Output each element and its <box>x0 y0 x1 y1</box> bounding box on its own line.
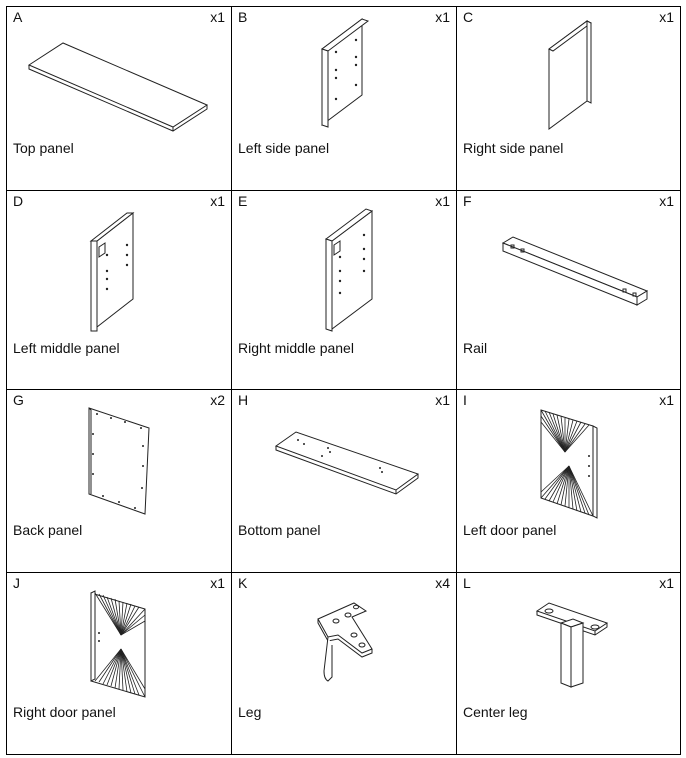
part-letter: F <box>463 193 472 209</box>
part-letter: K <box>238 575 248 591</box>
part-cell-a: A x1 Top panel <box>7 7 232 191</box>
part-name: Back panel <box>13 522 83 538</box>
leg-drawing <box>232 573 457 754</box>
part-quantity: x1 <box>659 9 674 25</box>
part-quantity: x1 <box>435 392 450 408</box>
part-name: Right door panel <box>13 704 116 720</box>
part-quantity: x1 <box>659 575 674 591</box>
left-side-panel-drawing <box>232 7 457 191</box>
right-door-panel-drawing <box>7 573 232 754</box>
part-letter: C <box>463 9 474 25</box>
back-panel-drawing <box>7 390 232 573</box>
part-letter: E <box>238 193 248 209</box>
part-quantity: x1 <box>210 9 225 25</box>
part-letter: L <box>463 575 471 591</box>
part-letter: B <box>238 9 248 25</box>
part-cell-i: I x1 Left door panel <box>457 390 680 573</box>
part-quantity: x1 <box>659 193 674 209</box>
parts-table: A x1 Top panel B x1 Left side panel C x1 <box>6 6 681 755</box>
left-middle-panel-drawing <box>7 191 232 390</box>
part-cell-b: B x1 Left side panel <box>232 7 457 191</box>
part-letter: D <box>13 193 24 209</box>
left-door-panel-drawing <box>457 390 680 573</box>
part-name: Bottom panel <box>238 522 321 538</box>
bottom-panel-drawing <box>232 390 457 573</box>
part-name: Left side panel <box>238 140 330 156</box>
part-name: Left middle panel <box>13 340 120 356</box>
part-name: Leg <box>238 704 262 720</box>
part-name: Top panel <box>13 140 74 156</box>
part-quantity: x1 <box>435 9 450 25</box>
right-side-panel-drawing <box>457 7 680 191</box>
rail-drawing <box>457 191 680 390</box>
part-quantity: x2 <box>210 392 225 408</box>
part-cell-j: J x1 Right door panel <box>7 573 232 754</box>
part-cell-h: H x1 Bottom panel <box>232 390 457 573</box>
part-letter: I <box>463 392 467 408</box>
top-panel-drawing <box>7 7 232 191</box>
part-cell-k: K x4 Leg <box>232 573 457 754</box>
part-quantity: x1 <box>210 575 225 591</box>
part-quantity: x1 <box>659 392 674 408</box>
part-letter: G <box>13 392 24 408</box>
part-name: Rail <box>463 340 488 356</box>
part-cell-c: C x1 Right side panel <box>457 7 680 191</box>
part-cell-e: E x1 Right middle panel <box>232 191 457 390</box>
part-cell-d: D x1 Left middle panel <box>7 191 232 390</box>
part-name: Right side panel <box>463 140 564 156</box>
part-cell-l: L x1 Center leg <box>457 573 680 754</box>
part-letter: A <box>13 9 23 25</box>
part-name: Center leg <box>463 704 528 720</box>
part-name: Right middle panel <box>238 340 354 356</box>
part-name: Left door panel <box>463 522 557 538</box>
right-middle-panel-drawing <box>232 191 457 390</box>
part-cell-g: G x2 Back panel <box>7 390 232 573</box>
part-quantity: x1 <box>210 193 225 209</box>
center-leg-drawing <box>457 573 680 754</box>
part-letter: J <box>13 575 20 591</box>
part-quantity: x4 <box>435 575 450 591</box>
part-cell-f: F x1 Rail <box>457 191 680 390</box>
part-letter: H <box>238 392 249 408</box>
part-quantity: x1 <box>435 193 450 209</box>
